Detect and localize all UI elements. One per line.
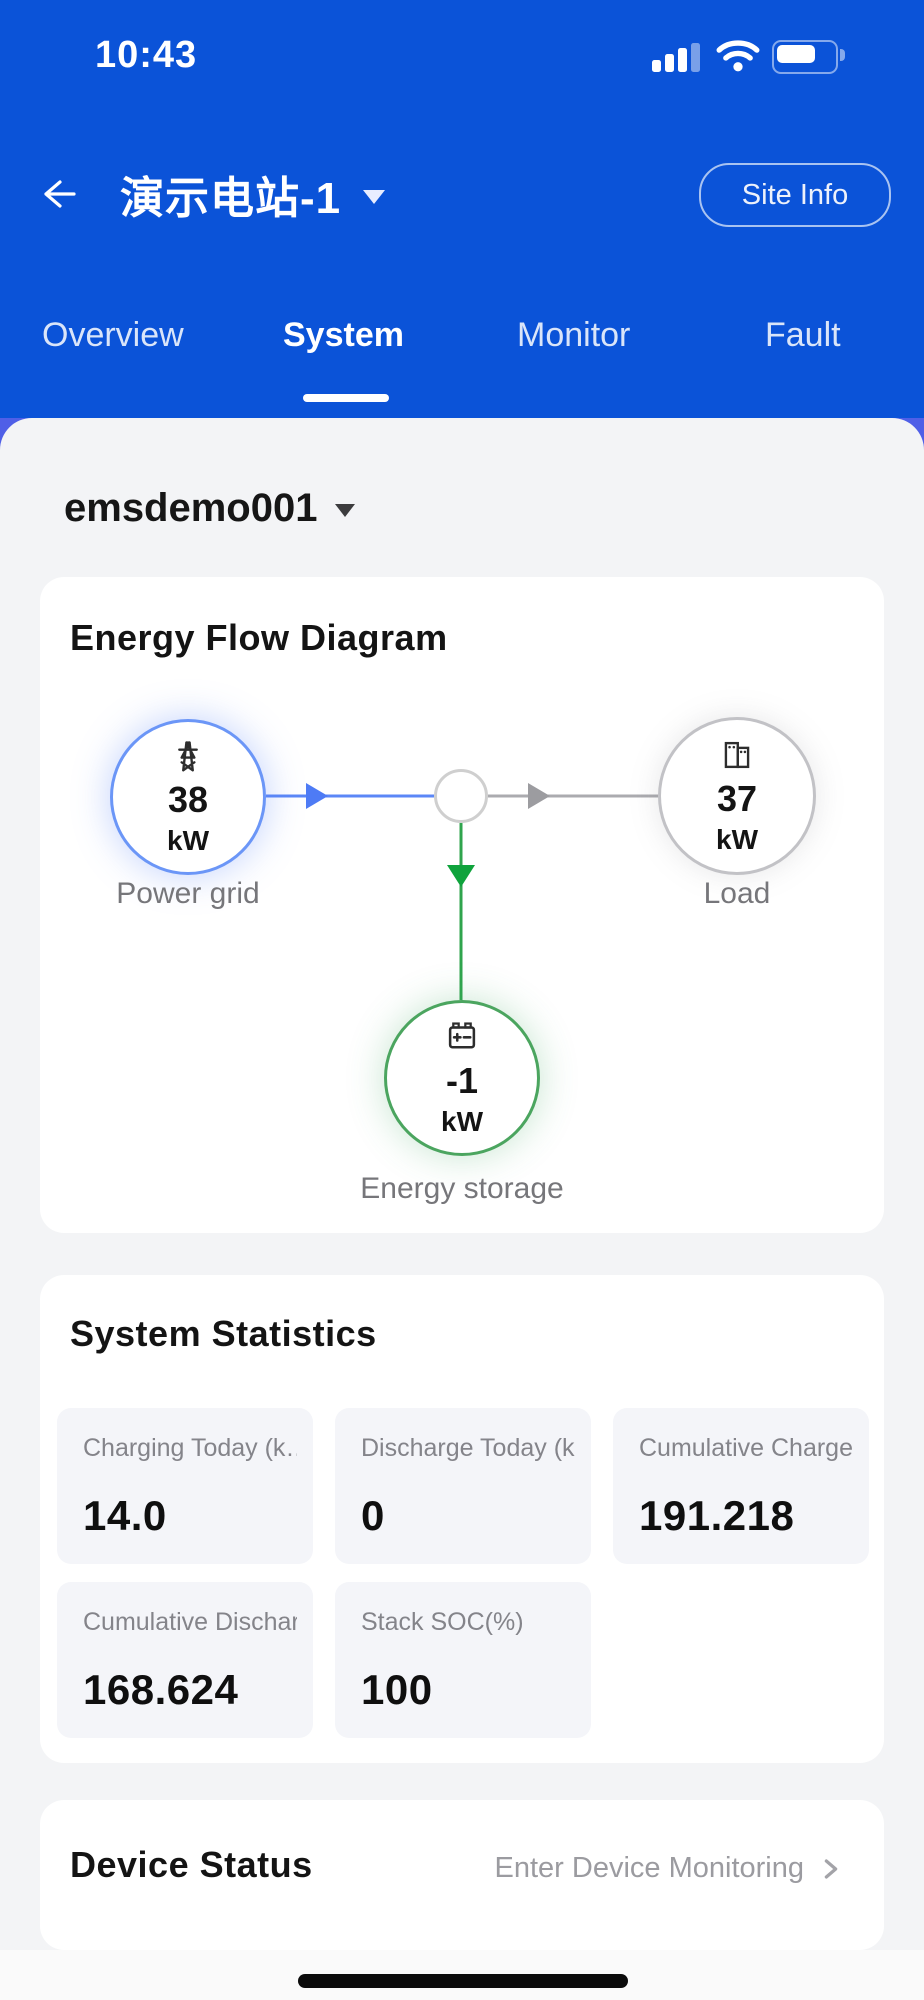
flow-junction-node (434, 769, 488, 823)
energy-storage-node: -1 kW (384, 1000, 540, 1156)
load-value: 37 (716, 777, 758, 819)
status-time: 10:43 (95, 34, 198, 76)
stat-tile-cumulative-discharge: Cumulative Dischar… 168.624 (57, 1582, 313, 1738)
stat-label: Discharge Today (k… (361, 1434, 575, 1462)
load-node: 37 kW (658, 717, 816, 875)
wifi-icon (716, 39, 760, 78)
enter-device-monitoring-label: Enter Device Monitoring (494, 1852, 804, 1884)
stat-value: 100 (361, 1666, 433, 1713)
site-info-label: Site Info (741, 178, 849, 211)
tab-overview[interactable]: Overview (42, 316, 184, 354)
stat-value: 14.0 (83, 1492, 167, 1539)
buildings-icon (724, 741, 750, 768)
back-button[interactable] (36, 172, 80, 216)
home-indicator[interactable] (298, 1974, 628, 1988)
chevron-down-icon (335, 504, 356, 517)
power-grid-node: 38 kW (110, 719, 266, 875)
energy-storage-label: Energy storage (360, 1172, 564, 1205)
stat-tile-discharge-today: Discharge Today (k… 0 (335, 1408, 591, 1564)
header: 10:43 演示电站-1 Site (0, 0, 924, 418)
energy-flow-diagram: 38 kW 37 kW (40, 577, 884, 1233)
power-grid-value: 38 (167, 778, 209, 820)
stat-tile-charging-today: Charging Today (k… 14.0 (57, 1408, 313, 1564)
stat-label: Cumulative Charge… (639, 1434, 853, 1462)
device-status-title: Device Status (70, 1844, 313, 1885)
stat-label: Charging Today (k… (83, 1434, 297, 1462)
power-grid-unit: kW (167, 824, 209, 856)
chevron-down-icon (363, 190, 386, 204)
enter-device-monitoring-link[interactable]: Enter Device Monitoring (495, 1852, 844, 1885)
stat-tile-stack-soc: Stack SOC(%) 100 (335, 1582, 591, 1738)
stat-label: Stack SOC(%) (361, 1608, 524, 1636)
stat-value: 191.218 (639, 1492, 795, 1539)
stat-label: Cumulative Dischar… (83, 1608, 297, 1636)
energy-flow-card: Energy Flow Diagram 38 kW (40, 577, 884, 1233)
tab-fault[interactable]: Fault (765, 316, 841, 354)
device-selector[interactable]: emsdemo001 (64, 486, 356, 531)
tab-system[interactable]: System (283, 316, 404, 354)
stat-value: 168.624 (83, 1666, 239, 1713)
power-tower-icon (178, 740, 198, 771)
load-label: Load (703, 877, 771, 910)
device-status-card: Device Status Enter Device Monitoring (40, 1800, 884, 1950)
status-icons (650, 36, 886, 76)
energy-storage-value: -1 (445, 1059, 478, 1101)
chevron-right-icon (824, 1858, 838, 1879)
battery-storage-icon (448, 1021, 476, 1049)
site-info-button[interactable]: Site Info (699, 163, 891, 227)
battery-icon (772, 40, 838, 74)
tab-monitor[interactable]: Monitor (517, 316, 631, 354)
flow-lines (266, 783, 658, 1000)
device-selector-label: emsdemo001 (64, 486, 318, 530)
stat-tile-cumulative-charge: Cumulative Charge… 191.218 (613, 1408, 869, 1564)
page-title: 演示电站-1 (120, 174, 342, 223)
load-unit: kW (716, 823, 758, 855)
stat-value: 0 (361, 1492, 385, 1539)
energy-flow-title: Energy Flow Diagram (70, 617, 448, 658)
power-grid-label: Power grid (116, 877, 260, 910)
system-statistics-title: System Statistics (70, 1313, 377, 1354)
active-tab-indicator (303, 394, 389, 402)
energy-storage-unit: kW (441, 1105, 483, 1137)
system-statistics-card: System Statistics Charging Today (k… 14.… (40, 1275, 884, 1763)
station-title-dropdown[interactable]: 演示电站-1 (120, 162, 386, 226)
